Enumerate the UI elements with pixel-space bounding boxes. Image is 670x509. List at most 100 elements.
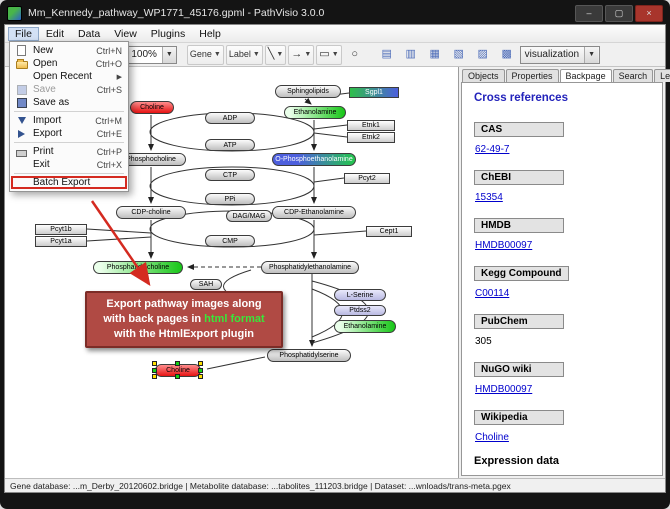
pathway-node-phosphatidylcholine[interactable]: Phosphatidylcholine (93, 261, 183, 274)
tab-properties[interactable]: Properties (505, 69, 559, 82)
pathway-node-pcyt1a[interactable]: Pcyt1a (35, 236, 87, 247)
selection-handle[interactable] (152, 367, 157, 373)
align-right-button[interactable]: ▦ (424, 44, 446, 65)
selection-handle[interactable] (152, 374, 157, 379)
pathway-node-cept1[interactable]: Cept1 (366, 226, 412, 237)
menu-view[interactable]: View (114, 27, 137, 40)
chevron-down-icon[interactable]: ▼ (584, 46, 599, 63)
file-menu-new[interactable]: New Ctrl+N (11, 44, 127, 57)
oval-tool-button[interactable]: ○ (344, 44, 366, 65)
tab-backpage[interactable]: Backpage (559, 69, 612, 82)
tab-objects[interactable]: Objects (462, 69, 505, 82)
annotation-text: Export pathway images along with back pa… (95, 297, 273, 342)
pathway-node-ethanolamine[interactable]: Ethanolamine (284, 106, 346, 119)
align-top-button[interactable]: ▧ (448, 44, 470, 65)
file-menu-open[interactable]: Open Ctrl+O (11, 57, 127, 70)
pathway-node-dag-mag[interactable]: DAG/MAG (226, 210, 272, 222)
pathway-node-choline[interactable]: Choline (130, 101, 174, 114)
pathway-node-sgpl1[interactable]: Sgpl1 (349, 87, 399, 98)
pathway-node-sphingolipids[interactable]: Sphingolipids (275, 85, 341, 98)
pathway-node-ptdss2[interactable]: Ptdss2 (334, 305, 386, 316)
pathway-edge[interactable] (313, 230, 367, 236)
file-menu-save[interactable]: Save Ctrl+S (11, 83, 127, 96)
pathway-node-o-phosphoethanolamine[interactable]: O-Phosphoethanolamine (272, 153, 356, 166)
pathway-node-ethanolamine[interactable]: Ethanolamine (334, 320, 396, 333)
file-menu-open-recent[interactable]: Open Recent ▶ (11, 70, 127, 83)
annotation-text-before: Export pathway images along with back pa… (103, 298, 262, 326)
pathway-edge[interactable] (304, 97, 312, 105)
align-left-button[interactable]: ▤ (376, 44, 398, 65)
pathway-edge[interactable] (149, 166, 315, 206)
pathway-node-phosphatidylethanolamine[interactable]: Phosphatidylethanolamine (261, 261, 359, 274)
line-tool-dropdown[interactable]: ╲ ▼ (264, 44, 287, 65)
pathway-node-sah[interactable]: SAH (190, 279, 222, 290)
pathway-node-atp[interactable]: ATP (205, 139, 255, 151)
pathway-node-l-serine[interactable]: L-Serine (334, 289, 386, 301)
menu-plugins[interactable]: Plugins (150, 27, 186, 40)
stack-horizontal-button[interactable]: ▨ (472, 44, 494, 65)
menu-item-label: Print (33, 146, 54, 157)
file-menu-print[interactable]: Print Ctrl+P (11, 145, 127, 158)
xref-link[interactable]: 62-49-7 (475, 144, 510, 155)
menu-item-shortcut: Ctrl+E (96, 128, 122, 139)
pathway-node-cdp-ethanolamine[interactable]: CDP-Ethanolamine (272, 206, 356, 219)
tab-search[interactable]: Search (612, 69, 654, 82)
file-menu-batch-export[interactable]: Batch Export (11, 176, 127, 189)
pathway-node-cdp-choline[interactable]: CDP-choline (116, 206, 186, 219)
zoom-combobox[interactable]: 100% ▼ (126, 45, 177, 64)
pathway-node-etnk1[interactable]: Etnk1 (347, 120, 395, 131)
xref-db-name: PubChem (474, 314, 564, 329)
align-center-icon: ▥ (405, 48, 416, 60)
save-icon (15, 84, 28, 95)
selection-handle[interactable] (152, 361, 157, 366)
file-menu-save-as[interactable]: Save as (11, 96, 127, 109)
xref-link[interactable]: Choline (475, 432, 509, 443)
pathway-node-phosphatidylserine[interactable]: Phosphatidylserine (267, 349, 351, 362)
close-button[interactable]: × (635, 4, 663, 22)
selection-handle[interactable] (175, 374, 180, 379)
selection-handle[interactable] (198, 374, 203, 379)
stack-vertical-button[interactable]: ▩ (496, 44, 518, 65)
file-menu-import[interactable]: Import Ctrl+M (11, 114, 127, 127)
chevron-down-icon[interactable]: ▼ (161, 46, 176, 63)
menu-help[interactable]: Help (199, 27, 221, 40)
pathway-node-etnk2[interactable]: Etnk2 (347, 132, 395, 143)
pathway-edge[interactable] (313, 177, 345, 183)
pathway-node-pcyt1b[interactable]: Pcyt1b (35, 224, 87, 235)
pathway-node-ppi[interactable]: PPi (205, 193, 255, 205)
selection-handle[interactable] (175, 361, 180, 366)
selection-handle[interactable] (198, 361, 203, 366)
xref-link[interactable]: HMDB00097 (475, 240, 533, 251)
pathway-edge[interactable] (313, 132, 348, 138)
file-menu-export[interactable]: Export Ctrl+E (11, 127, 127, 140)
label-tool-dropdown[interactable]: Label ▼ (225, 44, 263, 65)
selection-handle[interactable] (198, 367, 203, 373)
xref-link[interactable]: C00114 (475, 288, 510, 299)
visualization-combobox[interactable]: visualization ▼ (519, 45, 600, 64)
menu-file[interactable]: File (8, 26, 39, 41)
export-icon (15, 129, 28, 138)
visualization-value: visualization (524, 49, 580, 60)
pathway-edge[interactable] (206, 356, 266, 370)
minimize-button[interactable]: – (575, 4, 603, 22)
shape-tool-dropdown[interactable]: ▭ ▼ (316, 44, 342, 65)
file-menu-exit[interactable]: Exit Ctrl+X (11, 158, 127, 171)
pathway-node-cmp[interactable]: CMP (205, 235, 255, 247)
pathway-node-pcyt2[interactable]: Pcyt2 (344, 173, 390, 184)
align-center-button[interactable]: ▥ (400, 44, 422, 65)
pathway-edge[interactable] (313, 124, 348, 130)
menu-item-label: Export (33, 128, 62, 139)
datanode-tool-dropdown[interactable]: Gene ▼ (186, 44, 224, 65)
xref-section-nugo: NuGO wiki HMDB00097 (474, 359, 662, 395)
xref-link[interactable]: HMDB00097 (475, 384, 533, 395)
pathway-node-ctp[interactable]: CTP (205, 169, 255, 181)
menu-data[interactable]: Data (78, 27, 101, 40)
menu-edit[interactable]: Edit (45, 27, 65, 40)
tab-legend[interactable]: Legend (654, 69, 670, 82)
xref-link[interactable]: 15354 (475, 192, 503, 203)
xref-section-pubchem: PubChem 305 (474, 311, 662, 347)
maximize-button[interactable]: ▢ (605, 4, 633, 22)
pathway-node-adp[interactable]: ADP (205, 112, 255, 124)
connector-tool-dropdown[interactable]: → ▼ (288, 44, 315, 65)
